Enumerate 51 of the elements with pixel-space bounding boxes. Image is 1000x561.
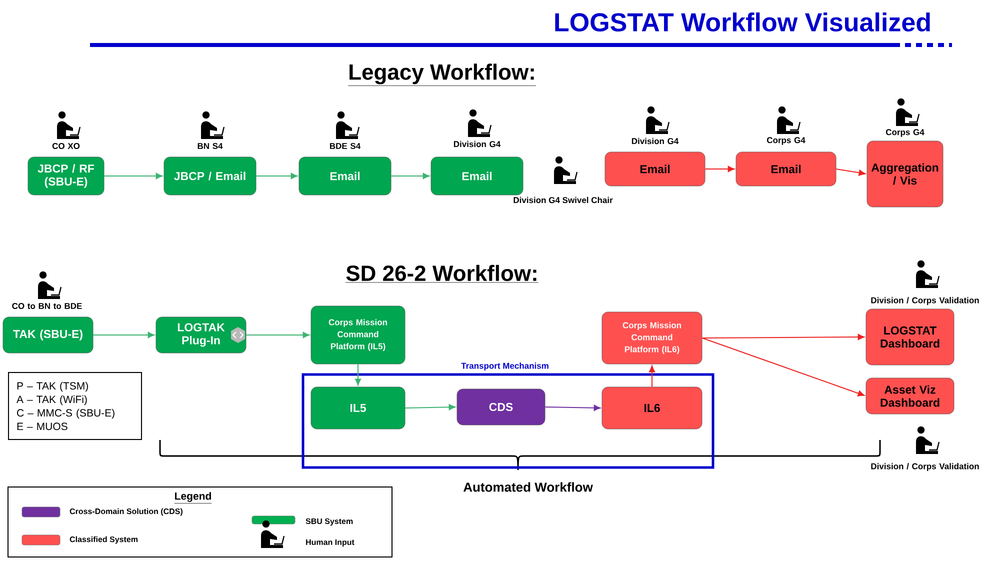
arrow	[104, 172, 163, 180]
arrow	[92, 332, 155, 338]
brace-label: Automated Workflow	[463, 482, 593, 492]
system-box: Email	[604, 152, 706, 186]
role-label: Division G4 Swivel Chair	[514, 196, 613, 204]
system-box: JBCP / RF (SBU-E)	[28, 156, 104, 196]
system-box: LOGTAK Plug-In	[156, 316, 246, 354]
role-label: Division G4	[632, 138, 679, 144]
arrow	[354, 364, 362, 386]
section-heading: Legacy Workflow:	[348, 64, 536, 86]
arrow	[836, 168, 866, 176]
arrow	[544, 404, 601, 411]
arrow	[702, 334, 865, 340]
system-box: IL5	[310, 386, 406, 430]
system-box: JBCP / Email	[164, 156, 256, 196]
arrow	[246, 332, 310, 338]
system-box: Email	[298, 156, 392, 196]
legend-label: Classified System	[70, 536, 138, 544]
system-box: LOGSTAT Dashboard	[866, 308, 954, 366]
role-label: BDE S4	[330, 143, 361, 149]
legend-label: Human Input	[306, 539, 354, 547]
role-label: CO XO	[52, 143, 80, 149]
section-heading: SD 26-2 Workflow:	[345, 264, 539, 283]
title: LOGSTAT Workflow Visualized	[555, 12, 930, 32]
system-box: Corps Mission Command Platform (IL5)	[310, 306, 406, 364]
arrow	[256, 172, 298, 180]
system-box: CDS	[456, 388, 546, 426]
arrow	[390, 172, 430, 180]
arrow	[704, 166, 735, 172]
role-label: Division / Corps Validation	[871, 463, 979, 471]
legend-title: Legend	[174, 492, 212, 504]
arrow	[404, 404, 456, 410]
arrow	[648, 365, 656, 388]
legend-label: Cross-Domain Solution (CDS)	[70, 508, 182, 516]
system-box: Email	[736, 152, 836, 186]
system-box: Asset Viz Dashboard	[866, 378, 954, 414]
system-box: Email	[430, 156, 524, 196]
system-box: Aggregation / Vis	[866, 140, 944, 208]
system-box: TAK (SBU-E)	[2, 316, 94, 354]
role-label: Corps G4	[886, 129, 924, 137]
role-label: BN S4	[198, 143, 223, 149]
frame-label: Transport Mechanism	[461, 362, 548, 370]
role-label: CO to BN to BDE	[12, 303, 82, 309]
system-box: Corps Mission Command Platform (IL6)	[602, 312, 702, 364]
system-box: IL6	[602, 386, 702, 430]
notes-box: P – TAK (TSM) A – TAK (WiFi) C – MMC-S (SBU-E) E – MUOS	[8, 372, 142, 440]
role-label: Division / Corps Validation	[871, 297, 979, 305]
arrow	[702, 338, 865, 396]
role-label: Corps G4	[766, 137, 806, 145]
role-label: Division G4	[454, 140, 501, 148]
legend-label: SBU System	[306, 518, 353, 526]
